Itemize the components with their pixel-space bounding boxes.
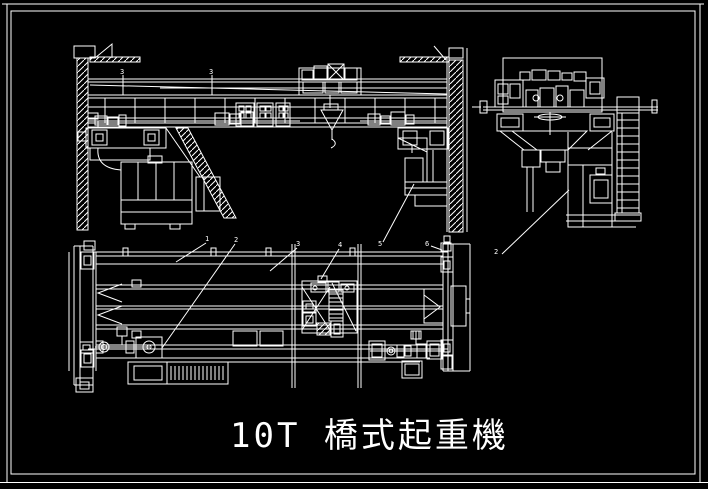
right-end-carriage — [440, 235, 471, 372]
plan-view: 1 2 3 4 5 6 — [68, 183, 471, 393]
trolley-machinery — [494, 69, 605, 108]
side-callout-2: 2 — [494, 248, 498, 256]
hook-block — [320, 95, 344, 149]
plan-callout-4: 4 — [338, 241, 342, 249]
equipment-boxes — [232, 330, 284, 347]
plan-callout-6: 6 — [425, 240, 429, 248]
plan-callout-2: 2 — [234, 236, 238, 244]
plan-callout-5: 5 — [378, 240, 382, 248]
trolley-plan — [301, 275, 358, 338]
travel-drive-shaft — [94, 111, 447, 127]
cab-ladder — [165, 127, 237, 219]
sheet-border — [0, 3, 708, 483]
bridge-girder — [88, 78, 448, 128]
side-callout-group: 2 — [494, 189, 570, 256]
right-runway-column — [399, 45, 468, 233]
plan-callout-3: 3 — [296, 240, 300, 248]
plan-callout-1: 1 — [205, 235, 209, 243]
trolley-rails — [291, 244, 362, 388]
drawing-title: 10T 橋式起重機 — [230, 416, 509, 456]
left-end-carriage — [68, 240, 97, 393]
plan-callouts: 1 2 3 4 5 6 — [161, 183, 443, 349]
front-elevation-view: 3 3 — [73, 42, 468, 233]
railing-callout-posts: 3 3 — [120, 68, 213, 95]
girder-cross-sections — [496, 113, 615, 212]
operator-cab-side — [566, 132, 640, 228]
travel-drive-left — [79, 326, 163, 359]
front-callout-3a: 3 — [120, 68, 124, 76]
plan-girders — [88, 247, 448, 363]
front-callout-3b: 3 — [209, 68, 213, 76]
trolley-envelope — [502, 57, 603, 113]
end-truck-left — [77, 127, 167, 171]
side-end-view: 2 — [472, 57, 658, 256]
travel-drive-right — [368, 330, 443, 379]
access-ladder — [614, 96, 642, 222]
hook-sheave-symbol — [534, 112, 566, 135]
operator-cab — [120, 155, 193, 230]
end-truck-right — [397, 127, 449, 207]
resistor-box — [127, 361, 229, 385]
